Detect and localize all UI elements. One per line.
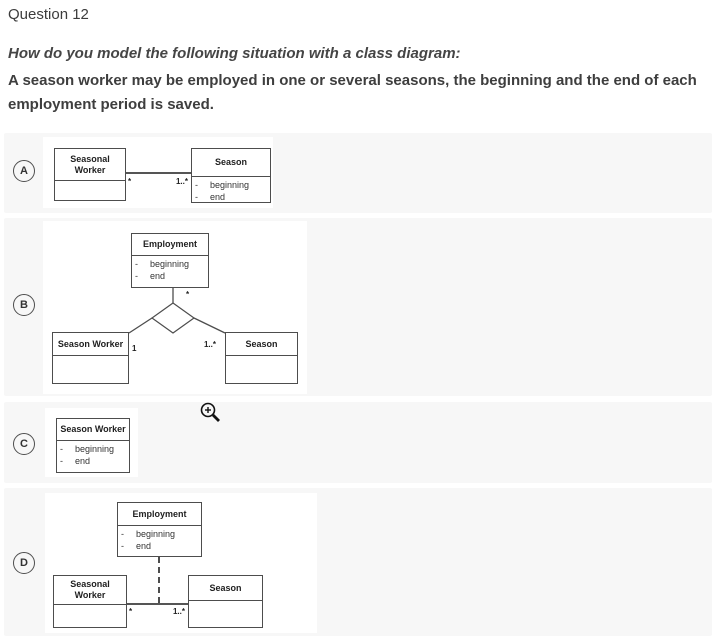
question-prompt-italic: How do you model the following situation… bbox=[8, 45, 461, 62]
class-title-line: Season bbox=[245, 338, 278, 349]
visibility-marker: - bbox=[60, 456, 63, 466]
class-attributes-empty bbox=[226, 356, 297, 383]
page-title: Question 12 bbox=[8, 6, 89, 23]
visibility-marker: - bbox=[60, 444, 63, 454]
class-title-line: Season Worker bbox=[57, 338, 124, 349]
uml-class-season: Season bbox=[188, 575, 263, 628]
class-title-line: Season Worker bbox=[60, 424, 126, 434]
option-c-diagram[interactable]: Season Worker - beginning - end bbox=[45, 408, 138, 477]
visibility-marker: - bbox=[135, 271, 138, 281]
class-attributes: - beginning - end bbox=[118, 526, 201, 556]
class-title-line: Seasonal bbox=[70, 579, 110, 589]
class-title: Season Worker bbox=[57, 419, 129, 441]
attribute-row: - beginning bbox=[195, 179, 270, 191]
multiplicity-label: * bbox=[186, 290, 190, 299]
uml-class-season-worker: Season Worker - beginning - end bbox=[56, 418, 130, 473]
zoom-in-cursor-icon bbox=[200, 402, 220, 422]
multiplicity-label: * bbox=[128, 177, 132, 186]
multiplicity-label: 1..* bbox=[203, 340, 216, 349]
uml-class-season: Season bbox=[225, 332, 298, 384]
attribute-row: - end bbox=[121, 540, 201, 552]
class-title: Employment bbox=[132, 234, 208, 256]
uml-class-employment: Employment - beginning - end bbox=[117, 502, 202, 557]
attribute-name: end bbox=[75, 456, 91, 466]
attribute-row: - beginning bbox=[121, 528, 201, 540]
class-title-line: Employment bbox=[132, 508, 187, 519]
class-attributes-empty bbox=[53, 356, 128, 383]
visibility-marker: - bbox=[121, 529, 124, 539]
attribute-name: beginning bbox=[210, 180, 250, 190]
attribute-row: - beginning bbox=[135, 258, 208, 270]
class-title-line: Employment bbox=[142, 239, 197, 249]
attribute-row: - beginning bbox=[60, 443, 129, 455]
class-title: Season bbox=[226, 333, 297, 356]
association-class-dashed-line bbox=[158, 557, 160, 603]
attribute-row: - end bbox=[135, 270, 208, 282]
aggregation-diamond-icon bbox=[150, 302, 196, 334]
multiplicity-label: 1 bbox=[132, 344, 137, 353]
association-line bbox=[127, 603, 188, 605]
class-title-line: Seasonal bbox=[70, 153, 110, 164]
class-title: Employment bbox=[118, 503, 201, 526]
association-line bbox=[126, 172, 191, 174]
multiplicity-label: 1..* bbox=[172, 607, 185, 616]
class-title: Seasonal Worker bbox=[55, 149, 125, 181]
visibility-marker: - bbox=[195, 180, 198, 190]
class-attributes-empty bbox=[189, 601, 262, 627]
attribute-row: - end bbox=[60, 455, 129, 467]
visibility-marker: - bbox=[135, 259, 138, 269]
attribute-name: end bbox=[210, 192, 226, 202]
uml-class-season-worker: Season Worker bbox=[52, 332, 129, 384]
class-title: Season Worker bbox=[53, 333, 128, 356]
class-title-line: Season bbox=[209, 582, 242, 593]
class-title-line: Season bbox=[214, 157, 247, 167]
option-b-letter-badge[interactable]: B bbox=[13, 294, 35, 316]
uml-class-season: Season - beginning - end bbox=[191, 148, 271, 203]
class-attributes-empty bbox=[54, 605, 126, 627]
question-prompt-bold: A season worker may be employed in one o… bbox=[8, 72, 697, 113]
attribute-name: end bbox=[136, 541, 152, 551]
option-b-diagram[interactable]: Employment - beginning - end * Season Wo… bbox=[43, 221, 307, 394]
visibility-marker: - bbox=[195, 192, 198, 202]
uml-class-seasonal-worker: Seasonal Worker bbox=[54, 148, 126, 201]
attribute-name: beginning bbox=[75, 444, 115, 454]
option-d-letter-badge[interactable]: D bbox=[13, 552, 35, 574]
class-title: Season bbox=[189, 576, 262, 601]
attribute-name: beginning bbox=[150, 259, 190, 269]
class-attributes: - beginning - end bbox=[57, 441, 129, 472]
option-a-diagram[interactable]: Seasonal Worker * 1..* Season - beginnin… bbox=[43, 137, 273, 208]
class-title: Season bbox=[192, 149, 270, 177]
visibility-marker: - bbox=[121, 541, 124, 551]
class-attributes-empty bbox=[55, 181, 125, 200]
option-c-letter-badge[interactable]: C bbox=[13, 433, 35, 455]
class-title-line: Worker bbox=[74, 164, 106, 175]
attribute-row: - end bbox=[195, 191, 270, 203]
attribute-name: beginning bbox=[136, 529, 176, 539]
multiplicity-label: * bbox=[129, 607, 133, 616]
option-d-diagram[interactable]: Employment - beginning - end Seasonal Wo… bbox=[45, 493, 317, 633]
class-attributes: - beginning - end bbox=[192, 177, 270, 203]
uml-class-seasonal-worker: Seasonal Worker bbox=[53, 575, 127, 628]
class-title: Seasonal Worker bbox=[54, 576, 126, 605]
class-title-line: Worker bbox=[74, 590, 106, 600]
class-attributes: - beginning - end bbox=[132, 256, 208, 287]
association-connector-svg bbox=[128, 288, 226, 334]
uml-class-employment: Employment - beginning - end bbox=[131, 233, 209, 288]
option-a-letter-badge[interactable]: A bbox=[13, 160, 35, 182]
attribute-name: end bbox=[150, 271, 166, 281]
multiplicity-label: 1..* bbox=[175, 177, 188, 186]
